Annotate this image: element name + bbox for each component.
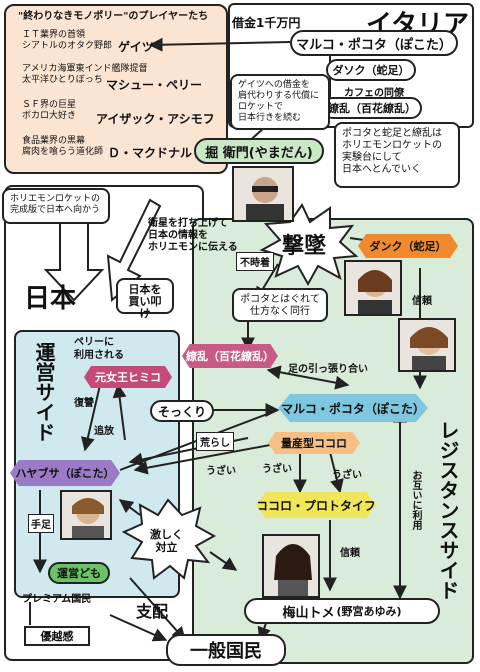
- proto-node[interactable]: ココロ・プロトタイプ: [256, 492, 376, 518]
- ryosan-node[interactable]: 量産型ココロ: [268, 432, 360, 454]
- umeyama-subname: (野宮あゆみ): [336, 605, 402, 618]
- player-name-gates: ゲイツ: [118, 40, 154, 54]
- buy-japan-note: 日本を 買い叩け: [116, 278, 174, 320]
- perry-note: ペリーに 利用される: [74, 337, 124, 361]
- debt-label: 借金1千万円: [232, 16, 301, 30]
- shihai-label: 支配: [136, 602, 169, 621]
- dasoku-node-italy[interactable]: ダソク（蛇足）: [326, 59, 416, 81]
- player-desc-gates: ＩＴ業界の首領 シアトルのオタク野郎: [22, 30, 113, 51]
- player-desc-asimov: ＳＦ界の巨星 ボカロ大好き: [22, 100, 77, 121]
- premium-label: プレミアム国民: [22, 594, 92, 605]
- ashi-label: 足の引っ張り合い: [288, 364, 368, 375]
- shinrai-label-1: 信頼: [412, 296, 432, 307]
- player-name-mcdonald: Ｄ・マクドナルド: [108, 146, 205, 160]
- admin-title: 運営サイド: [32, 342, 56, 442]
- resist-title: レジスタンスサイド: [436, 420, 460, 600]
- umeyama-node[interactable]: 梅山トメ (野宮あゆみ): [244, 598, 440, 624]
- hori-portrait: [232, 166, 294, 222]
- ippan-node[interactable]: 一般国民: [166, 634, 286, 666]
- uzai-label-3: うざい: [332, 470, 362, 481]
- revenge-label: 復讐: [74, 398, 94, 409]
- hagure-note: ポコタとはぐれて 仕方なく同行: [232, 288, 328, 322]
- unei-node[interactable]: 運営ども: [48, 562, 110, 584]
- hayabusa-node[interactable]: ハヤブサ（ぽこた）: [10, 460, 120, 486]
- arashi-label: 荒らし: [196, 432, 234, 451]
- umeyama-portrait: [262, 534, 320, 598]
- player-name-perry: マシュー・ペリー: [106, 78, 203, 92]
- ryoran-node[interactable]: 繚乱（百花繚乱）: [182, 344, 278, 368]
- cafe-label: カフェの同僚: [344, 88, 404, 99]
- player-desc-perry: アメリカ海軍東インド艦隊提督 太平洋ひとりぼっち: [22, 64, 148, 85]
- umeyama-name: 梅山トメ: [282, 605, 335, 621]
- ryoran-node-italy[interactable]: 繚乱（百花繚乱）: [322, 97, 422, 119]
- teashi-label: 手足: [28, 514, 54, 533]
- shinrai-label-2: 信頼: [340, 548, 360, 559]
- otagai-label: お互いに利用: [410, 470, 421, 530]
- horiemon-rocket-note: ホリエモンロケットの 完成版で日本へ向かう: [2, 188, 110, 224]
- gekitsui-label: 撃墜: [282, 234, 327, 259]
- hori-node[interactable]: 掘 衛門(やまだん): [194, 138, 324, 164]
- dank-portrait: [344, 260, 402, 316]
- fujichaku-label: 不時着: [236, 252, 274, 271]
- yuetsu-label: 優越感: [24, 626, 90, 646]
- hayabusa-portrait: [60, 490, 112, 540]
- uzai-label-1: うざい: [206, 466, 236, 477]
- pokota-rocket-note: ポコタと蛇足と繚乱は ホリエモンロケットの 実験台にして 日本へとんでいく: [334, 122, 460, 188]
- player-desc-mcdonald: 食品業界の黒幕 腐肉を喰らう道化師: [22, 136, 104, 157]
- player-name-asimov: アイザック・アシモフ: [96, 112, 215, 126]
- satellite-note: 衛星を打ち上げて 日本の情報を ホリエモンに伝える: [148, 218, 238, 253]
- expel-label: 追放: [94, 426, 114, 437]
- players-region: [4, 4, 228, 174]
- gekishiku-label: 激しく 対立: [150, 528, 183, 554]
- japan-title: 日本: [24, 284, 77, 314]
- sokkuri-label: そっくり: [150, 400, 214, 422]
- uzai-label-2: うざい: [262, 464, 292, 475]
- marco-node-italy[interactable]: マルコ・ポコタ（ぽこた）: [290, 30, 458, 56]
- marco-node[interactable]: マルコ・ポコタ（ぽこた）: [278, 394, 428, 422]
- gates-loan-note: ゲイツへの借金を 肩代わりする代償に ロケットで 日本行きを続む: [230, 74, 330, 130]
- dank-node[interactable]: ダンク（蛇足）: [358, 234, 458, 258]
- pokota-portrait: [398, 318, 456, 372]
- himiko-node[interactable]: 元女王ヒミコ: [84, 366, 172, 388]
- players-heading: "終わりなきモノポリー"のプレイヤーたち: [18, 11, 209, 22]
